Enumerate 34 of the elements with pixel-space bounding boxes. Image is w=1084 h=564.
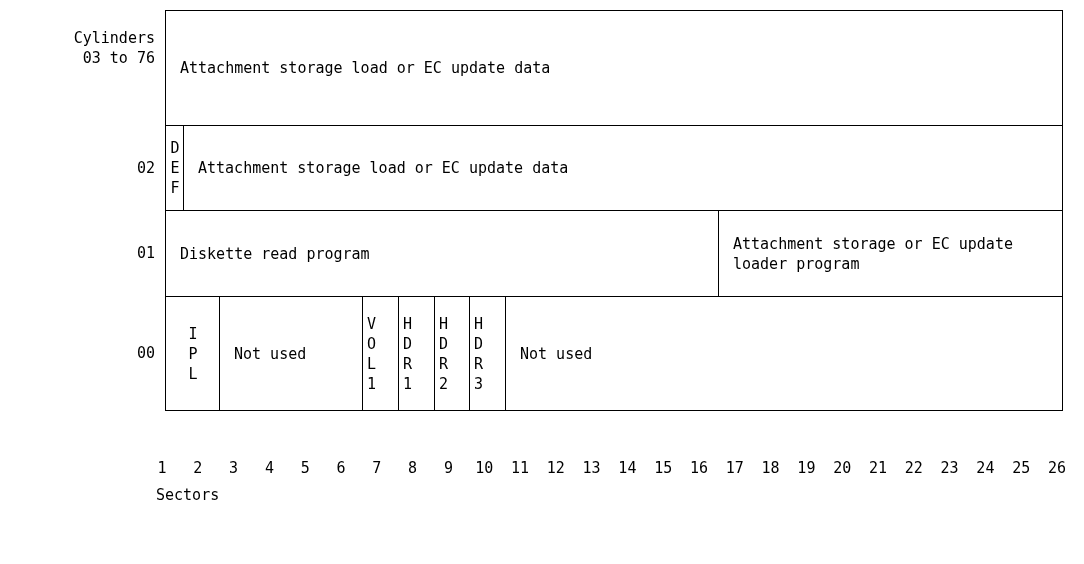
sector-number: 18 bbox=[760, 458, 781, 478]
sector-number: 12 bbox=[545, 458, 566, 478]
sector-number: 20 bbox=[832, 458, 853, 478]
sector-number: 19 bbox=[796, 458, 817, 478]
sector-number: 11 bbox=[509, 458, 531, 478]
sector-number: 15 bbox=[653, 458, 674, 478]
sector-number: 14 bbox=[617, 458, 638, 478]
sector-number: 5 bbox=[299, 458, 311, 478]
sector-number: 1 bbox=[156, 458, 168, 478]
sector-number: 9 bbox=[442, 458, 454, 478]
sector-number: 21 bbox=[867, 458, 889, 478]
sector-number: 7 bbox=[371, 458, 383, 478]
sector-number: 3 bbox=[228, 458, 240, 478]
row-label: 01 bbox=[135, 243, 155, 263]
sector-cell: I P L bbox=[165, 296, 220, 411]
sector-number: 26 bbox=[1046, 458, 1068, 478]
sector-number: 2 bbox=[192, 458, 204, 478]
sector-number: 24 bbox=[975, 458, 996, 478]
sector-number: 23 bbox=[939, 458, 960, 478]
sector-number: 13 bbox=[581, 458, 602, 478]
row-label: 02 bbox=[135, 158, 155, 178]
sector-number: 16 bbox=[688, 458, 710, 478]
axis-title: Sectors bbox=[156, 485, 221, 505]
row-label: 00 bbox=[135, 343, 155, 363]
sector-number: 10 bbox=[474, 458, 495, 478]
sector-number: 22 bbox=[903, 458, 924, 478]
sector-number: 6 bbox=[335, 458, 347, 478]
sector-number: 17 bbox=[724, 458, 745, 478]
sector-number: 4 bbox=[263, 458, 275, 478]
sector-number: 25 bbox=[1011, 458, 1032, 478]
row-label: Cylinders 03 to 76 bbox=[72, 28, 155, 68]
sector-cell: Not used bbox=[505, 296, 1063, 411]
sector-number: 8 bbox=[407, 458, 419, 478]
sector-cell: Attachment storage load or EC update data bbox=[165, 10, 1063, 126]
